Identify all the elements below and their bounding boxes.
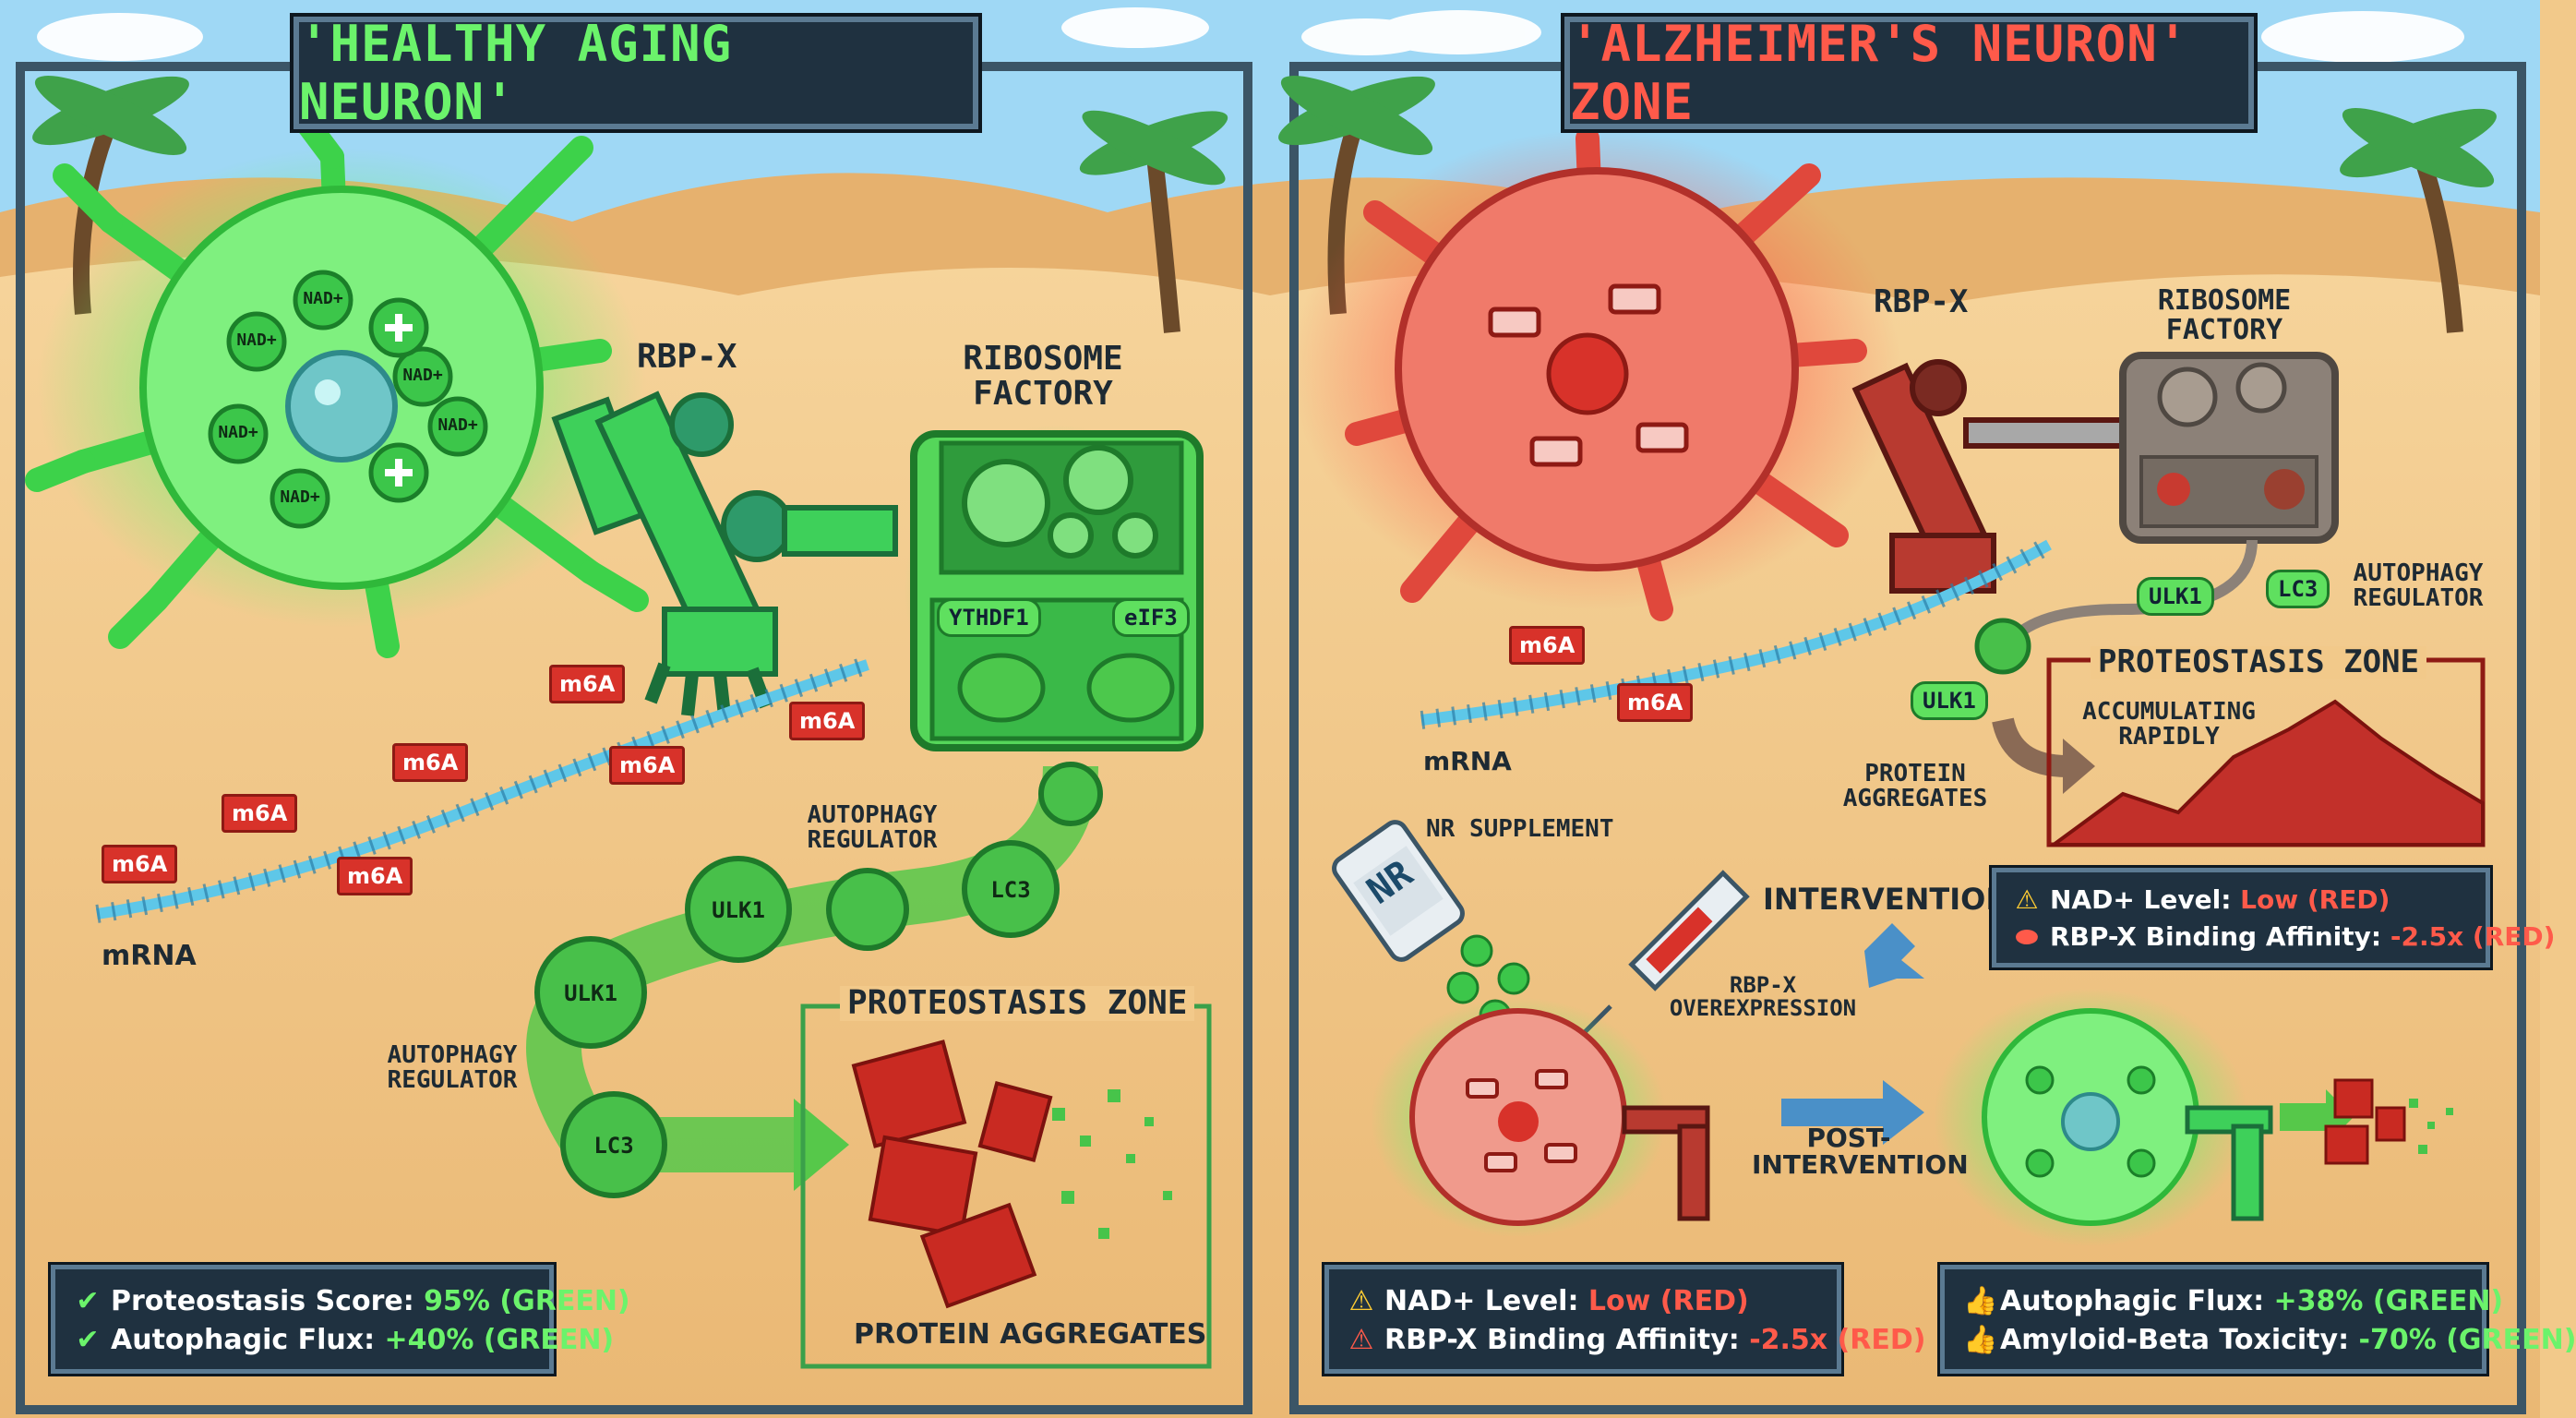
accumulating-label: ACCUMULATING RAPIDLY [2082,698,2256,751]
status-row-rbp-mid: ⬬RBP-X Binding Affinity: -2.5x (RED) [2013,919,2555,955]
nad-token-4: NAD+ [218,423,258,442]
gear-ulk1-a: ULK1 [712,897,765,923]
pill-lc3: LC3 [2266,570,2330,608]
m6a-tag-3: m6A [337,857,413,895]
right-status-mid: ⚠NAD+ Level: Low (RED) ⬬RBP-X Binding Af… [1992,868,2555,967]
proteostasis-title-left: PROTEOSTASIS ZONE [840,986,1195,1021]
plus-icons [385,314,413,487]
m6a-tag-1: m6A [102,845,178,883]
status-row-flux-right: 👍Autophagic Flux: +38% (GREEN) [1963,1282,2503,1321]
status-row-nad-mid: ⚠NAD+ Level: Low (RED) [2013,882,2469,919]
left-status-box: ✔Proteostasis Score: 95% (GREEN) ✔Autoph… [51,1265,630,1374]
left-title-text: 'HEALTHY AGING NEURON' [299,15,733,131]
m6a-tag-4: m6A [392,743,469,782]
small-arm-green [2185,1105,2273,1221]
aggregate-pile [2047,699,2485,847]
rbp-label-left: RBP-X [637,338,737,376]
mrna-label-left: mRNA [102,940,197,972]
right-status-bottom-right: 👍Autophagic Flux: +38% (GREEN) 👍Amyloid-… [1940,1265,2576,1374]
gears-left [534,762,1103,1198]
aggregates-label-left: PROTEIN AGGREGATES [854,1318,1207,1351]
mrna-strand-healthy [96,659,869,919]
status-row-nad-bottom: ⚠NAD+ Level: Low (RED) [1348,1282,1818,1321]
autophagy-label-right: AUTOPHAGY REGULATOR [2353,559,2484,613]
ribosome-factory-damaged [2119,352,2339,544]
m6a-tag-2: m6A [222,794,298,833]
thumbs-up-icon: 👍 [1963,1324,1998,1356]
nad-token-3: NAD+ [402,366,443,385]
post-intervention-label: POST-INTERVENTION [1752,1123,1969,1181]
protein-aggregates-left [851,1039,1053,1309]
mrna-label-right: mRNA [1423,746,1512,776]
ribosome-label-left: RIBOSOME FACTORY [963,340,1123,413]
nad-token-5: NAD+ [437,415,478,435]
proteostasis-title-right: PROTEOSTASIS ZONE [2091,645,2426,679]
gear-lc3-b: LC3 [593,1133,634,1159]
palm-fronds-left [32,76,189,155]
healthy-neuron [25,108,649,658]
nad-tokens [208,270,488,529]
m6a-tag-right-2: m6A [1617,683,1694,722]
gear-ulk1-b: ULK1 [564,980,617,1006]
warning-icon: ⚠ [1348,1324,1374,1356]
small-aggregates-right [2324,1078,2406,1165]
recovered-neuron [1934,988,2247,1246]
nad-token-6: NAD+ [280,487,320,507]
m6a-tag-right-1: m6A [1509,626,1586,665]
aggregates-label-right: PROTEIN AGGREGATES [1842,760,1988,813]
nad-token-1: NAD+ [303,289,343,308]
pill-ulk1-top: ULK1 [2137,577,2214,616]
m6a-tag-5: m6A [549,665,626,703]
autophagy-label-left: AUTOPHAGY REGULATOR [387,1041,518,1095]
left-panel-title: 'HEALTHY AGING NEURON' [294,15,978,131]
rbp-label-right: RBP-X [1874,283,1969,320]
warning-icon: ⚠ [1348,1285,1374,1317]
status-row-flux: ✔Autophagic Flux: +40% (GREEN) [74,1321,614,1360]
check-icon: ✔ [76,1324,100,1356]
nr-supplement-label: NR SUPPLEMENT [1426,815,1614,843]
nad-token-2: NAD+ [236,330,277,350]
check-icon: ✔ [76,1285,100,1317]
intervention-label: INTERVENTION [1763,882,2011,917]
right-status-bottom-left: ⚠NAD+ Level: Low (RED) ⚠RBP-X Binding Af… [1324,1265,1926,1374]
green-particles-left [1052,1089,1172,1239]
status-row-proteostasis: ✔Proteostasis Score: 95% (GREEN) [74,1282,629,1321]
warning-icon: ⚠ [2015,884,2039,915]
mrna-strand-damaged [1420,539,2052,726]
small-gear-right [1974,618,2031,675]
nr-bottle-icon [1332,820,1465,962]
eif3-label: eIF3 [1112,598,1190,637]
post-intervention-arrow [1781,1080,1924,1145]
right-title-text: 'ALZHEIMER'S NEURON' ZONE [1570,15,2189,131]
clouds [37,7,2464,63]
gear-lc3-a: LC3 [990,877,1031,903]
robotic-arm-healthy [551,391,898,716]
status-row-amyloid: 👍Amyloid-Beta Toxicity: -70% (GREEN) [1963,1321,2576,1360]
intervention-arrow [1864,923,1924,988]
status-row-rbp-bottom: ⚠RBP-X Binding Affinity: -2.5x (RED) [1348,1321,1926,1360]
right-panel-title: 'ALZHEIMER'S NEURON' ZONE [1564,15,2254,131]
pill-icon: ⬬ [2016,921,2038,952]
ythdf1-label: YTHDF1 [937,598,1041,637]
robotic-arm-damaged [1851,359,2126,594]
alzheimers-neuron [1292,126,1901,621]
autophagy-label-top: AUTOPHAGY REGULATOR [807,801,938,855]
treated-neuron [1371,997,1666,1237]
m6a-tag-7: m6A [789,702,866,740]
m6a-tag-6: m6A [609,746,686,785]
pill-ulk1-bottom: ULK1 [1911,681,1988,720]
ribosome-factory-healthy [905,425,1209,757]
ribosome-label-right: RIBOSOME FACTORY [2157,284,2292,346]
thumbs-up-icon: 👍 [1963,1285,1998,1317]
overexpression-label: RBP-X OVEREXPRESSION [1669,972,1857,1022]
small-arm-red [1622,1105,1710,1221]
